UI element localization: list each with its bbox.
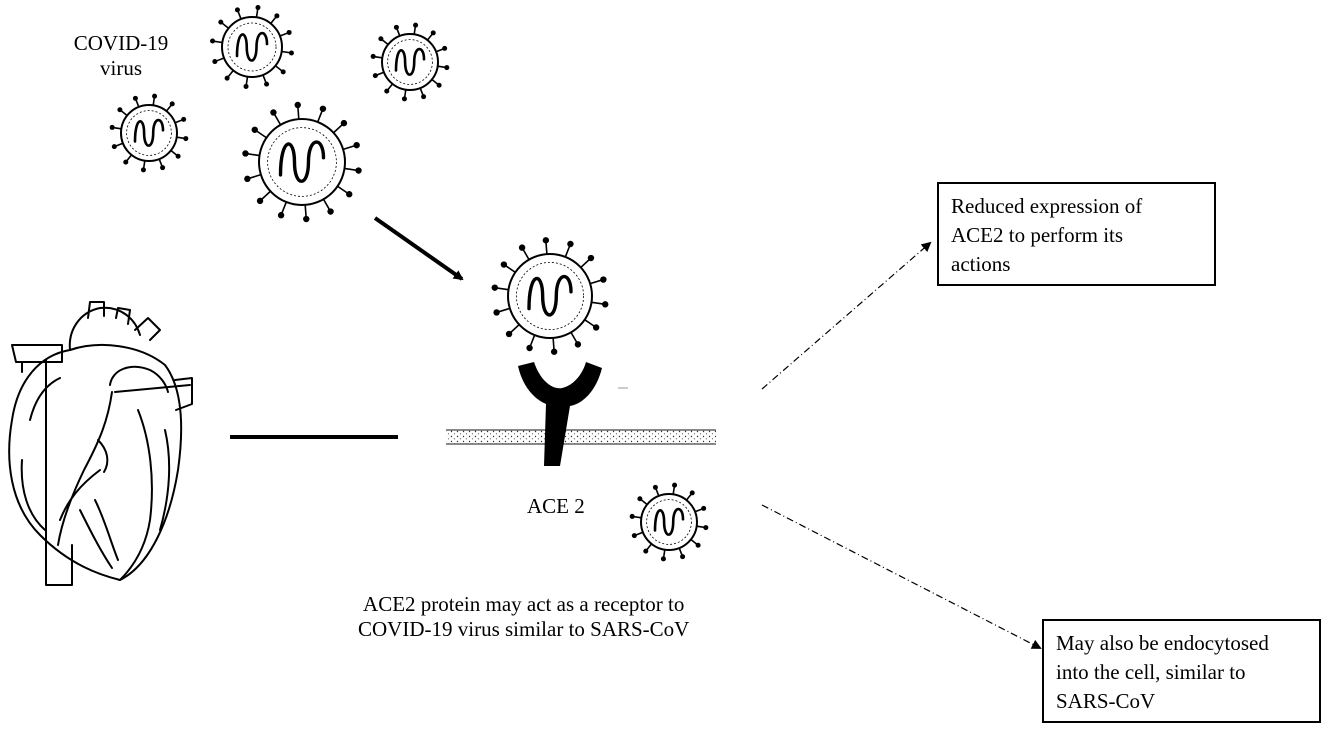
endocytosis-line1: May also be endocytosed [1056,631,1269,655]
reduced-expression-box: Reduced expression of ACE2 to perform it… [937,182,1216,286]
virus-icon [370,22,450,102]
virus-label-line2: virus [100,56,142,80]
heart-icon [8,301,193,586]
endocytosis-box: May also be endocytosed into the cell, s… [1042,619,1321,723]
arrow-to-endocytosis [761,504,1042,649]
ace2-receptor-icon [518,362,602,466]
virus-icon [210,5,294,89]
cell-membrane [446,430,716,444]
endocytosis-line3: SARS-CoV [1056,689,1156,713]
virus-label-line1: COVID-19 [73,31,169,55]
virus-icon [629,482,709,562]
caption: ACE2 protein may act as a receptor to CO… [358,592,689,642]
binding-arrow [373,216,464,281]
caption-line1: ACE2 protein may act as a receptor to [363,592,685,616]
virus-icon [109,93,189,173]
ace2-label: ACE 2 [527,494,585,518]
endocytosis-line2: into the cell, similar to [1056,660,1246,684]
caption-line2: COVID-19 virus similar to SARS-CoV [358,617,690,641]
virus-label: COVID-19 virus [66,31,176,81]
virus-icon [491,237,609,355]
virus-icon [242,101,362,223]
reduced-expression-line3: actions [951,252,1011,276]
reduced-expression-line2: ACE2 to perform its [951,223,1124,247]
arrow-to-reduced-expression [761,241,932,390]
reduced-expression-line1: Reduced expression of [951,194,1143,218]
